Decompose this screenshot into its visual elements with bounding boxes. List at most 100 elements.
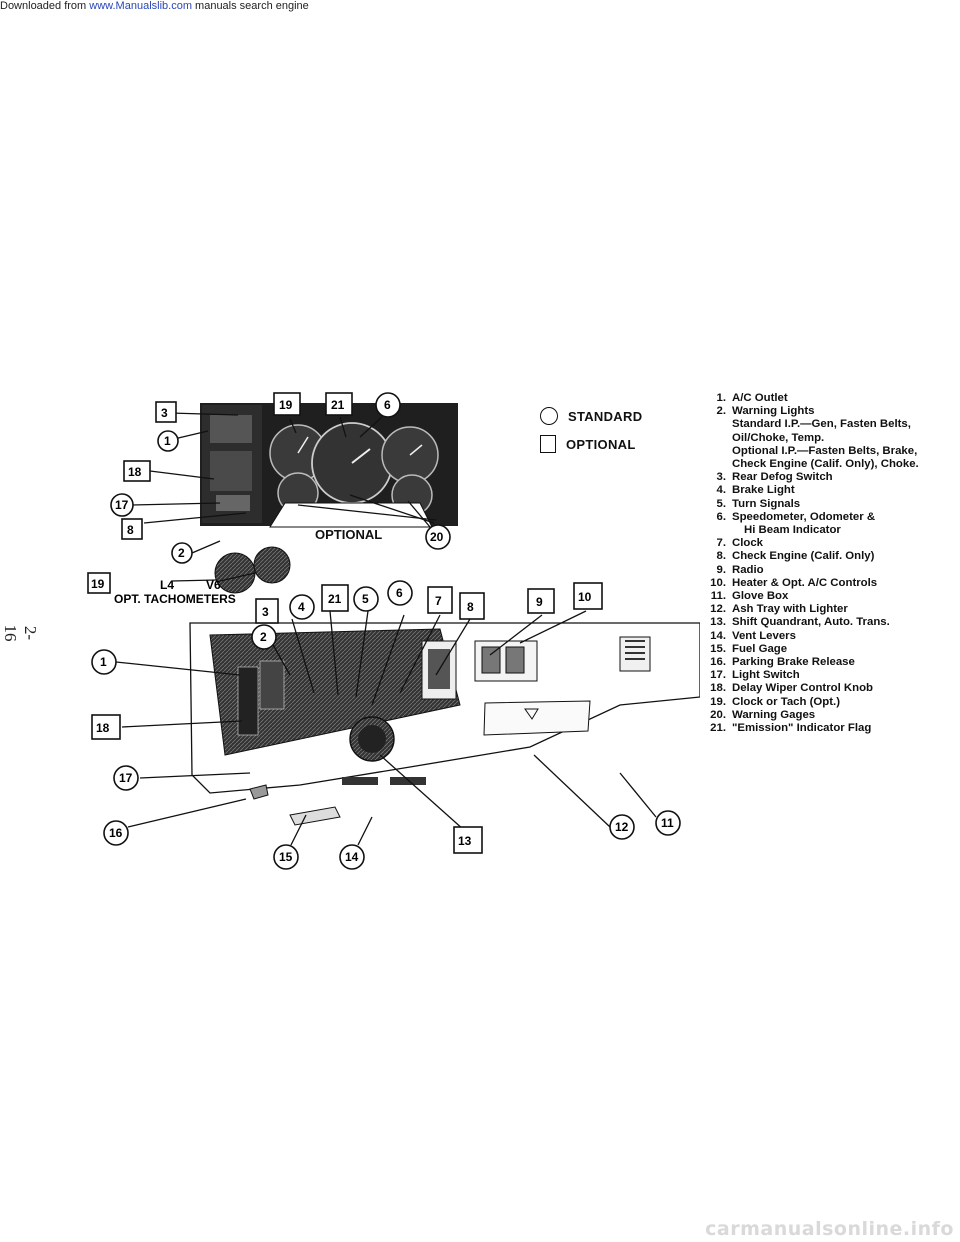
part-label: Delay Wiper Control Knob (732, 682, 874, 695)
parts-list-item: 8. Check Engine (Calif. Only) (698, 550, 956, 563)
legend-optional: OPTIONAL (540, 430, 680, 458)
instrument-panel-diagram: OPTIONAL L4 V6 OPT. TACHOMETERS (87, 392, 700, 870)
part-number (698, 458, 732, 471)
svg-text:2: 2 (260, 630, 267, 644)
download-note-prefix: Downloaded from (0, 0, 90, 12)
part-label: Speedometer, Odometer & (732, 510, 876, 523)
parts-list-item: 12.Ash Tray with Lighter (698, 603, 956, 616)
parts-list-item: 16. Parking Brake Release (698, 656, 956, 669)
svg-text:6: 6 (396, 586, 403, 600)
symbol-legend: STANDARD OPTIONAL (540, 402, 680, 458)
part-label: Vent Levers (732, 629, 796, 642)
part-number: 14. (710, 629, 726, 642)
tach-label: OPT. TACHOMETERS (114, 592, 236, 606)
part-label: "Emission" Indicator Flag (732, 722, 872, 735)
part-number: 11. (710, 590, 726, 603)
parts-list-item: 1.A/C Outlet (698, 392, 956, 405)
part-number (698, 524, 732, 537)
part-label: Radio (732, 563, 764, 576)
svg-text:3: 3 (161, 406, 168, 420)
part-label: Oil/Choke, Temp. (732, 431, 825, 444)
part-label: Check Engine (Calif. Only), Choke. (732, 458, 919, 471)
svg-text:3: 3 (262, 605, 269, 619)
part-label: Optional I.P.—Fasten Belts, Brake, (732, 444, 918, 457)
svg-text:16: 16 (109, 826, 123, 840)
square-symbol-icon (540, 435, 556, 453)
parts-list-item: 17.Light Switch (698, 669, 956, 682)
page-footer: carmanualsonline.info (0, 1218, 960, 1242)
parts-list-item: 13.Shift Quandrant, Auto. Trans. (698, 616, 956, 629)
part-label: Clock or Tach (Opt.) (732, 695, 841, 708)
part-number: 16. (710, 656, 726, 669)
part-label: Warning Lights (732, 405, 815, 418)
parts-list-item: 21. "Emission" Indicator Flag (698, 722, 956, 735)
svg-text:21: 21 (331, 398, 345, 412)
parts-list-item: 14. Vent Levers (698, 630, 956, 643)
svg-text:4: 4 (298, 600, 305, 614)
parts-list-item: 9. Radio (698, 564, 956, 577)
part-number: 6. (716, 510, 727, 523)
svg-text:2: 2 (178, 546, 185, 560)
part-label: Parking Brake Release (732, 656, 855, 669)
parts-list-item: 3.Rear Defog Switch (698, 471, 956, 484)
part-number (698, 432, 732, 445)
part-number: 21. (710, 722, 726, 735)
part-label: Check Engine (Calif. Only) (732, 550, 875, 563)
legend-optional-label: OPTIONAL (566, 436, 636, 452)
part-label: Fuel Gage (732, 642, 788, 655)
svg-text:8: 8 (467, 600, 474, 614)
svg-text:12: 12 (615, 820, 629, 834)
part-label: Ash Tray with Lighter (732, 603, 848, 616)
part-number: 2. (716, 405, 727, 418)
manualslib-link[interactable]: www.Manualslib.com (89, 0, 192, 12)
part-number (698, 445, 732, 458)
parts-list-item: 5. Turn Signals (698, 498, 956, 511)
parts-list-item: Standard I.P.—Gen, Fasten Belts, (698, 418, 956, 431)
circle-symbol-icon (540, 407, 558, 425)
part-label: Rear Defog Switch (732, 471, 833, 484)
callout-markers: 3 1 18 17 8 2 19 19 21 6 20 3 4 21 5 6 7 (87, 392, 681, 870)
parts-list-item: 15. Fuel Gage (698, 643, 956, 656)
svg-text:17: 17 (115, 498, 129, 512)
svg-text:18: 18 (128, 465, 142, 479)
svg-text:8: 8 (127, 523, 134, 537)
part-label: Heater & Opt. A/C Controls (732, 576, 878, 589)
parts-list-item: 18.Delay Wiper Control Knob (698, 682, 956, 695)
part-label: Turn Signals (732, 497, 801, 510)
part-number: 5. (716, 497, 727, 510)
part-number: 15. (710, 642, 726, 655)
part-number: 8. (716, 550, 727, 563)
watermark: carmanualsonline.info (705, 1218, 954, 1240)
svg-text:18: 18 (96, 721, 110, 735)
svg-text:5: 5 (362, 592, 369, 606)
tach-l4-label: L4 (160, 578, 174, 592)
parts-list-item: 2. Warning Lights (698, 405, 956, 418)
part-number: 1. (716, 392, 727, 404)
part-number: 17. (710, 669, 726, 682)
parts-list-item: 10.Heater & Opt. A/C Controls (698, 577, 956, 590)
svg-text:9: 9 (536, 595, 543, 609)
parts-list-item: 6. Speedometer, Odometer & (698, 511, 956, 524)
svg-text:7: 7 (435, 594, 442, 608)
svg-text:13: 13 (458, 834, 472, 848)
part-label: Warning Gages (732, 708, 816, 721)
parts-list-item: Oil/Choke, Temp. (698, 432, 956, 445)
part-number: 19. (710, 695, 726, 708)
leader-lines (115, 412, 657, 846)
parts-list-item: 11. Glove Box (698, 590, 956, 603)
svg-text:19: 19 (279, 398, 293, 412)
svg-text:1: 1 (100, 655, 107, 669)
part-number: 7. (716, 537, 727, 550)
svg-text:19: 19 (91, 577, 105, 591)
download-note-suffix: manuals search engine (191, 0, 309, 12)
part-label: Glove Box (732, 590, 789, 603)
svg-text:14: 14 (345, 850, 359, 864)
part-number: 9. (716, 563, 727, 576)
tachometers: L4 V6 OPT. TACHOMETERS (114, 546, 291, 606)
svg-text:20: 20 (430, 530, 444, 544)
part-number: 4. (716, 484, 727, 497)
part-number: 13. (710, 616, 726, 629)
parts-list-item: Check Engine (Calif. Only), Choke. (698, 458, 956, 471)
download-note: Downloaded from www.Manualslib.com manua… (0, 0, 309, 14)
